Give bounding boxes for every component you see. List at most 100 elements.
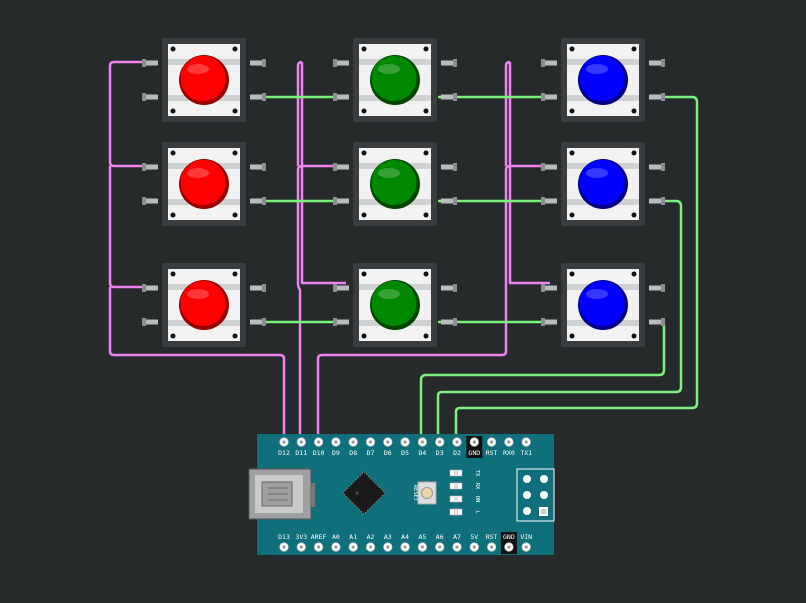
button-highlight [586,289,608,299]
button-r1-c1[interactable] [142,38,266,122]
button-leg-end [541,163,545,171]
button-cap[interactable] [180,281,226,326]
button-leg [337,319,349,325]
button-cap[interactable] [371,56,417,101]
button-corner-dot [232,150,238,156]
button-corner-dot [631,271,637,277]
button-leg [337,164,349,170]
button-leg-end [453,197,457,205]
button-corner-dot [569,333,575,339]
button-corner-dot [361,150,367,156]
button-cap[interactable] [579,160,625,205]
button-leg-end [661,197,665,205]
button-corner-dot [232,333,238,339]
button-leg-end [541,284,545,292]
led-core [454,510,458,514]
button-leg [250,285,262,291]
pin-label: 5V [470,533,478,541]
button-leg [649,164,661,170]
button-corner-dot [170,46,176,52]
button-cap[interactable] [371,281,417,326]
button-leg [649,285,661,291]
button-leg-end [142,318,146,326]
button-cap[interactable] [579,281,625,326]
pin-label: D9 [332,449,340,457]
button-r3-c1[interactable] [142,263,266,347]
pin-hole [368,545,373,549]
pin-label: A2 [367,533,375,541]
wire-row-1-to-d10[interactable] [316,60,511,442]
button-r3-c2[interactable] [333,263,457,347]
pin-hole [438,545,442,549]
button-corner-dot [631,333,637,339]
button-r3-c3[interactable] [541,263,665,347]
pin-hole [386,545,390,549]
button-leg [337,285,349,291]
button-leg [649,319,661,325]
pin-hole [524,440,528,444]
button-corner-dot [631,46,637,52]
button-leg-end [453,163,457,171]
button-corner-dot [361,46,367,52]
pin-hole [472,545,476,549]
button-corner-dot [170,333,176,339]
pin-hole [351,440,355,444]
button-leg [146,285,158,291]
pin-hole [386,440,390,444]
icsp-header [516,468,555,522]
led-label: TX [474,470,480,477]
pin-label: 3V3 [295,533,307,541]
button-r2-c3[interactable] [541,142,665,226]
button-leg [441,164,453,170]
button-leg [545,164,557,170]
button-cap[interactable] [180,160,226,205]
button-leg-end [333,163,337,171]
pin-hole [507,545,511,549]
button-r2-c1[interactable] [142,142,266,226]
button-leg [545,319,557,325]
pin-label: AREF [311,533,327,541]
button-r1-c3[interactable] [541,38,665,122]
wire-row-2-to-d11[interactable] [296,60,303,442]
reset-button[interactable] [417,481,437,505]
button-leg [441,285,453,291]
led-core [454,497,458,501]
pin-label: D4 [418,449,426,457]
button-corner-dot [232,46,238,52]
button-leg [250,319,262,325]
button-highlight [378,289,400,299]
pin-hole [420,440,424,444]
button-r1-c2[interactable] [333,38,457,122]
pin-label: D7 [367,449,375,457]
button-leg [337,198,349,204]
button-corner-dot [569,212,575,218]
pin-label: D10 [313,449,325,457]
wire-row-3-to-d12[interactable] [108,287,286,442]
button-cap[interactable] [579,56,625,101]
button-leg-end [541,59,545,67]
button-leg [545,60,557,66]
button-leg-end [142,284,146,292]
button-leg [250,94,262,100]
pin-hole [455,440,459,444]
button-cap[interactable] [371,160,417,205]
button-cap[interactable] [180,56,226,101]
pin-hole [299,545,303,549]
button-highlight [187,64,209,74]
button-leg-end [333,93,337,101]
pin-hole [282,440,286,444]
led-core [454,484,458,488]
pin-label: D13 [278,533,290,541]
button-leg [337,60,349,66]
button-leg [146,94,158,100]
reset-label: RESET [412,485,418,502]
button-leg-end [142,59,146,67]
pin-hole [317,440,321,444]
button-leg-end [333,59,337,67]
button-r2-c2[interactable] [333,142,457,226]
usb-connector [248,468,315,520]
